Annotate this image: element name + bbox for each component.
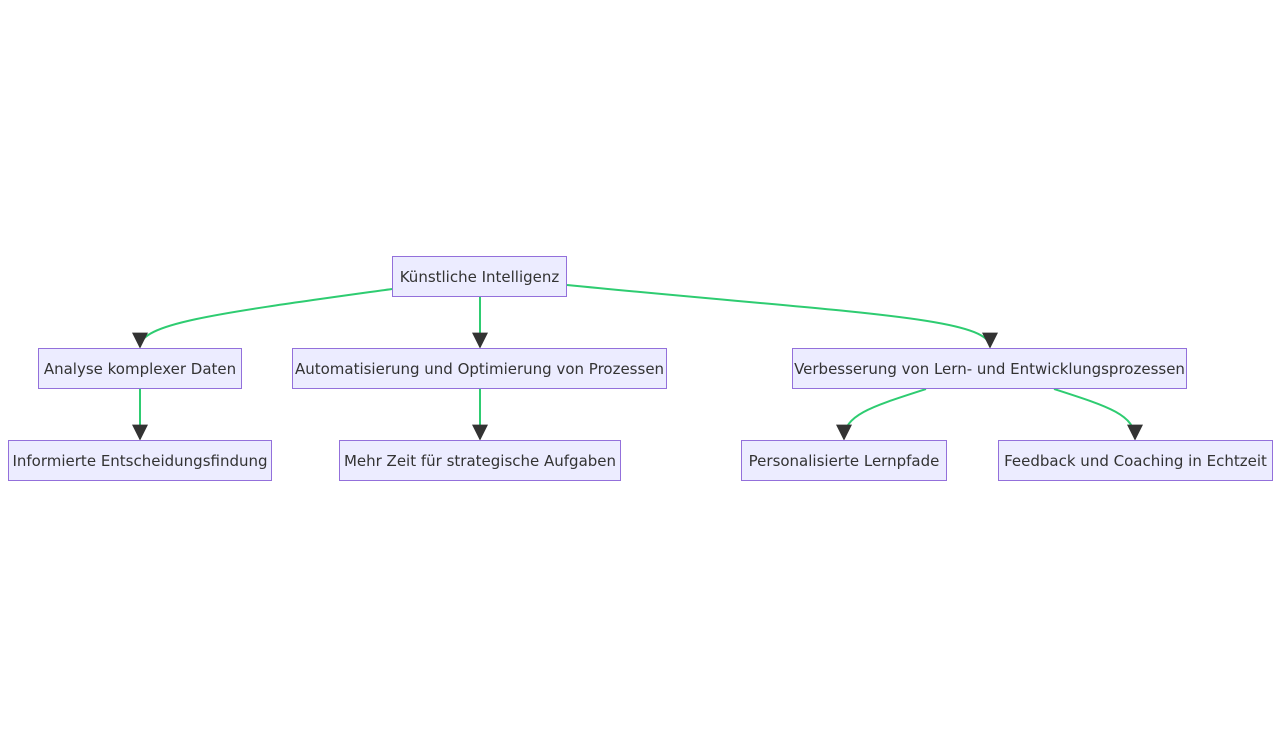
node-analyse-komplexer-daten: Analyse komplexer Daten [38,348,242,389]
node-verbesserung-lernprozesse: Verbesserung von Lern- und Entwicklungsp… [792,348,1187,389]
node-mehr-zeit: Mehr Zeit für strategische Aufgaben [339,440,621,481]
node-personalisierte-lernpfade: Personalisierte Lernpfade [741,440,947,481]
node-automatisierung: Automatisierung und Optimierung von Proz… [292,348,667,389]
edge-learning-to-feedback [1053,388,1143,441]
node-informierte-entscheidungsfindung: Informierte Entscheidungsfindung [8,440,272,481]
node-feedback-coaching: Feedback und Coaching in Echtzeit [998,440,1273,481]
edge-root-to-analyse [132,288,393,349]
node-kuenstliche-intelligenz: Künstliche Intelligenz [392,256,567,297]
edge-learning-to-paths [836,388,927,441]
edge-root-to-learning [566,284,998,349]
